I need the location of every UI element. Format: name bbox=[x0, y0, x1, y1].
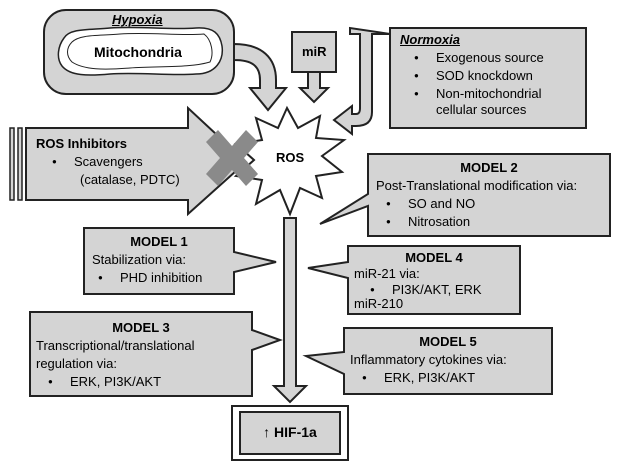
mir-arrow bbox=[297, 71, 331, 104]
normoxia-arrow bbox=[332, 26, 391, 137]
model5-title: MODEL 5 bbox=[419, 334, 477, 349]
model4-title: MODEL 4 bbox=[405, 250, 463, 265]
ros-inhibitors-item: Scavengers bbox=[52, 154, 143, 170]
ros-inhibitors-stripe-2 bbox=[17, 127, 23, 201]
mir-label: miR bbox=[302, 44, 327, 59]
model5-subtitle: Inflammatory cytokines via: bbox=[350, 352, 507, 367]
ros-inhibitors-stripe-1 bbox=[9, 127, 15, 201]
model5-callout bbox=[302, 327, 553, 395]
hif-label: ↑ HIF-1a bbox=[263, 424, 317, 440]
model1-item-1: PHD inhibition bbox=[98, 270, 202, 286]
ros-inhibitors-item-detail: (catalase, PDTC) bbox=[80, 172, 180, 187]
mitochondria-label: Mitochondria bbox=[94, 44, 182, 60]
normoxia-item-1: Exogenous source bbox=[414, 50, 544, 66]
model3-line1: Transcriptional/translational bbox=[36, 338, 195, 353]
model2-item-1: SO and NO bbox=[386, 196, 475, 212]
model2-item-2: Nitrosation bbox=[386, 214, 470, 230]
model1-subtitle: Stabilization via: bbox=[92, 252, 186, 267]
model5-item-1: ERK, PI3K/AKT bbox=[362, 370, 475, 386]
model3-line2: regulation via: bbox=[36, 356, 117, 371]
model2-subtitle: Post-Translational modification via: bbox=[376, 178, 578, 193]
ros-label: ROS bbox=[276, 150, 305, 165]
main-arrow bbox=[271, 217, 309, 404]
normoxia-title: Normoxia bbox=[400, 32, 460, 47]
mitochondria-inner bbox=[67, 32, 213, 70]
block-cross bbox=[206, 130, 258, 186]
model4-line1: miR-21 via: bbox=[354, 266, 420, 281]
model3-item-1: ERK, PI3K/AKT bbox=[48, 374, 161, 390]
ros-inhibitors-title: ROS Inhibitors bbox=[36, 136, 127, 151]
model2-callout bbox=[319, 153, 611, 237]
normoxia-item-3-cont: cellular sources bbox=[436, 102, 527, 117]
model4-line2: miR-210 bbox=[354, 296, 404, 311]
model4-item-1: PI3K/AKT, ERK bbox=[370, 282, 481, 298]
model2-title: MODEL 2 bbox=[460, 160, 518, 175]
hif-box-inner bbox=[239, 411, 341, 455]
hypoxia-title: Hypoxia bbox=[112, 12, 163, 27]
normoxia-item-3: Non-mitochondrial bbox=[414, 86, 541, 102]
model1-title: MODEL 1 bbox=[130, 234, 188, 249]
mitochondria-shape bbox=[57, 26, 224, 76]
model3-title: MODEL 3 bbox=[112, 320, 170, 335]
normoxia-item-2: SOD knockdown bbox=[414, 68, 533, 84]
hypoxia-arrow bbox=[233, 42, 289, 112]
